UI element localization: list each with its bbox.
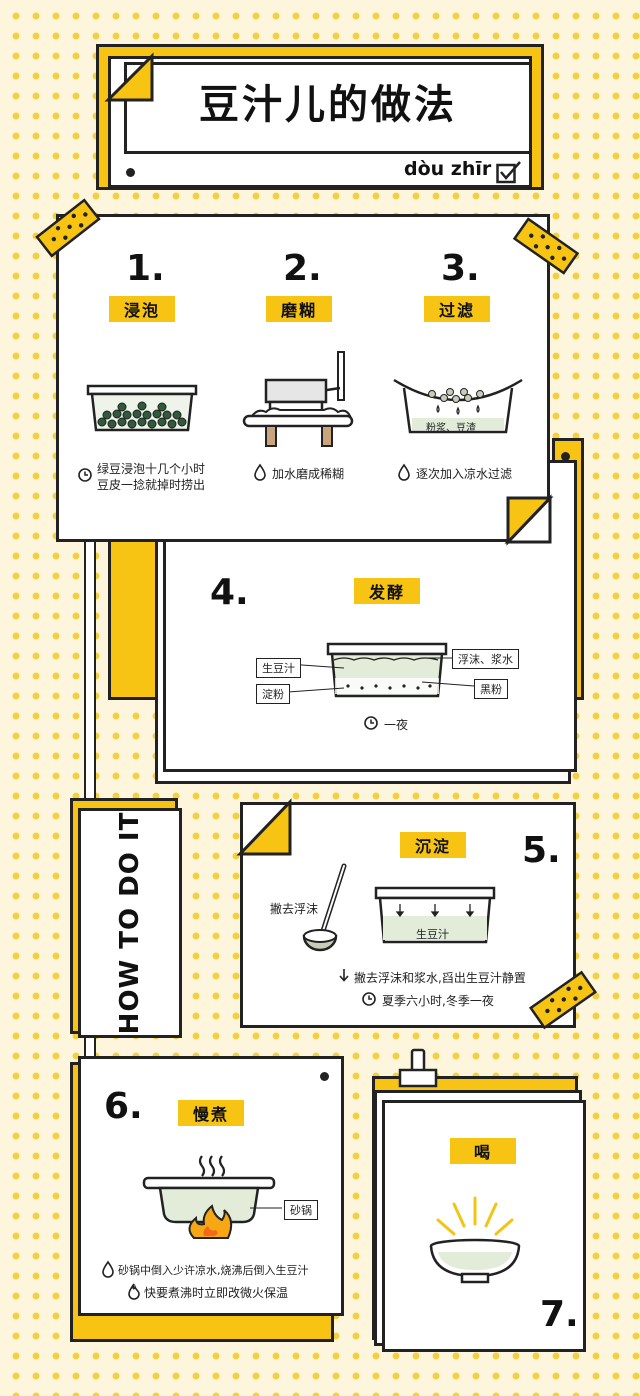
- label-clay-pot: 砂锅: [284, 1200, 318, 1220]
- settling-pot-label: 生豆汁: [416, 928, 449, 941]
- header-fold-corner: [104, 52, 154, 102]
- step6-note-line2: 快要煮沸时立即改微火保温: [144, 1286, 289, 1300]
- step6-number: 6.: [104, 1086, 143, 1127]
- page-title: 豆汁儿的做法: [199, 82, 457, 128]
- header-title-card: [124, 62, 532, 154]
- clock-icon: [364, 716, 378, 730]
- card4-dot: [561, 452, 570, 461]
- label-black-powder: 黑粉: [474, 679, 508, 699]
- side-label-text: HOW TO DO IT: [115, 811, 145, 1035]
- stone-mill-illustration: [242, 351, 354, 447]
- clay-pot-illustration: [142, 1155, 282, 1239]
- step1-note-line1: 绿豆浸泡十几个小时: [97, 462, 206, 476]
- binder-clip-icon: [398, 1048, 438, 1088]
- strainer-label: 粉浆、豆渣: [426, 423, 476, 434]
- connector-strip: [84, 540, 96, 810]
- header-dot: [126, 168, 135, 177]
- step5-title: 沉淀: [400, 832, 466, 858]
- tape-top-left: [35, 198, 101, 258]
- step5-note-line2: 夏季六小时,冬季一夜: [382, 994, 494, 1008]
- step4-note: 一夜: [384, 718, 409, 732]
- step2-title: 磨糊: [266, 296, 332, 322]
- card1-fold-corner: [504, 494, 554, 546]
- step2-note: 加水磨成稀糊: [272, 467, 345, 481]
- step2-number: 2.: [283, 248, 322, 289]
- drink-bowl-illustration: [429, 1196, 521, 1284]
- down-arrow-icon: [339, 969, 349, 982]
- water-drop-icon: [398, 463, 410, 481]
- checkbox-icon: [496, 161, 521, 184]
- label-foam: 浮沫、浆水: [452, 649, 519, 669]
- clock-icon: [362, 992, 376, 1006]
- step6-title: 慢煮: [178, 1100, 244, 1126]
- tape-bottom-right: [528, 970, 598, 1030]
- step3-title: 过滤: [424, 296, 490, 322]
- step5-number: 5.: [522, 830, 561, 871]
- water-drop-icon: [254, 463, 266, 481]
- label-raw-juice: 生豆汁: [256, 658, 301, 678]
- step1-note-line2: 豆皮一捻就掉时捞出: [97, 478, 206, 492]
- step6-note-line1: 砂锅中倒入少许凉水,烧沸后倒入生豆汁: [118, 1264, 309, 1277]
- card7: [382, 1100, 586, 1352]
- step7-number: 7.: [540, 1294, 579, 1335]
- step5-note-line1: 撇去浮沫和浆水,舀出生豆汁静置: [354, 971, 526, 985]
- step4-title: 发酵: [354, 578, 420, 604]
- step3-number: 3.: [441, 248, 480, 289]
- soaking-bowl-illustration: [86, 384, 198, 432]
- ladle-illustration: [302, 863, 347, 952]
- skim-label: 撇去浮沫: [270, 902, 319, 916]
- pinyin-label: dòu zhīr: [404, 158, 492, 180]
- fermenting-tank-illustration: [287, 642, 475, 698]
- card6-dot: [320, 1072, 329, 1081]
- tape-top-right: [512, 217, 580, 275]
- step1-number: 1.: [126, 248, 165, 289]
- step3-note: 逐次加入凉水过滤: [416, 467, 513, 481]
- flame-icon: [128, 1283, 140, 1300]
- card-steps-1-3: [56, 214, 550, 542]
- strainer-illustration: [393, 378, 523, 434]
- clock-icon: [78, 468, 92, 482]
- water-drop-icon: [102, 1260, 114, 1278]
- label-starch: 淀粉: [256, 684, 290, 704]
- card5-fold-corner: [236, 798, 292, 856]
- step4-number: 4.: [210, 572, 249, 613]
- step7-title: 喝: [450, 1138, 516, 1164]
- side-label-card: [78, 808, 182, 1038]
- settling-tank-illustration: [374, 886, 496, 944]
- step1-title: 浸泡: [109, 296, 175, 322]
